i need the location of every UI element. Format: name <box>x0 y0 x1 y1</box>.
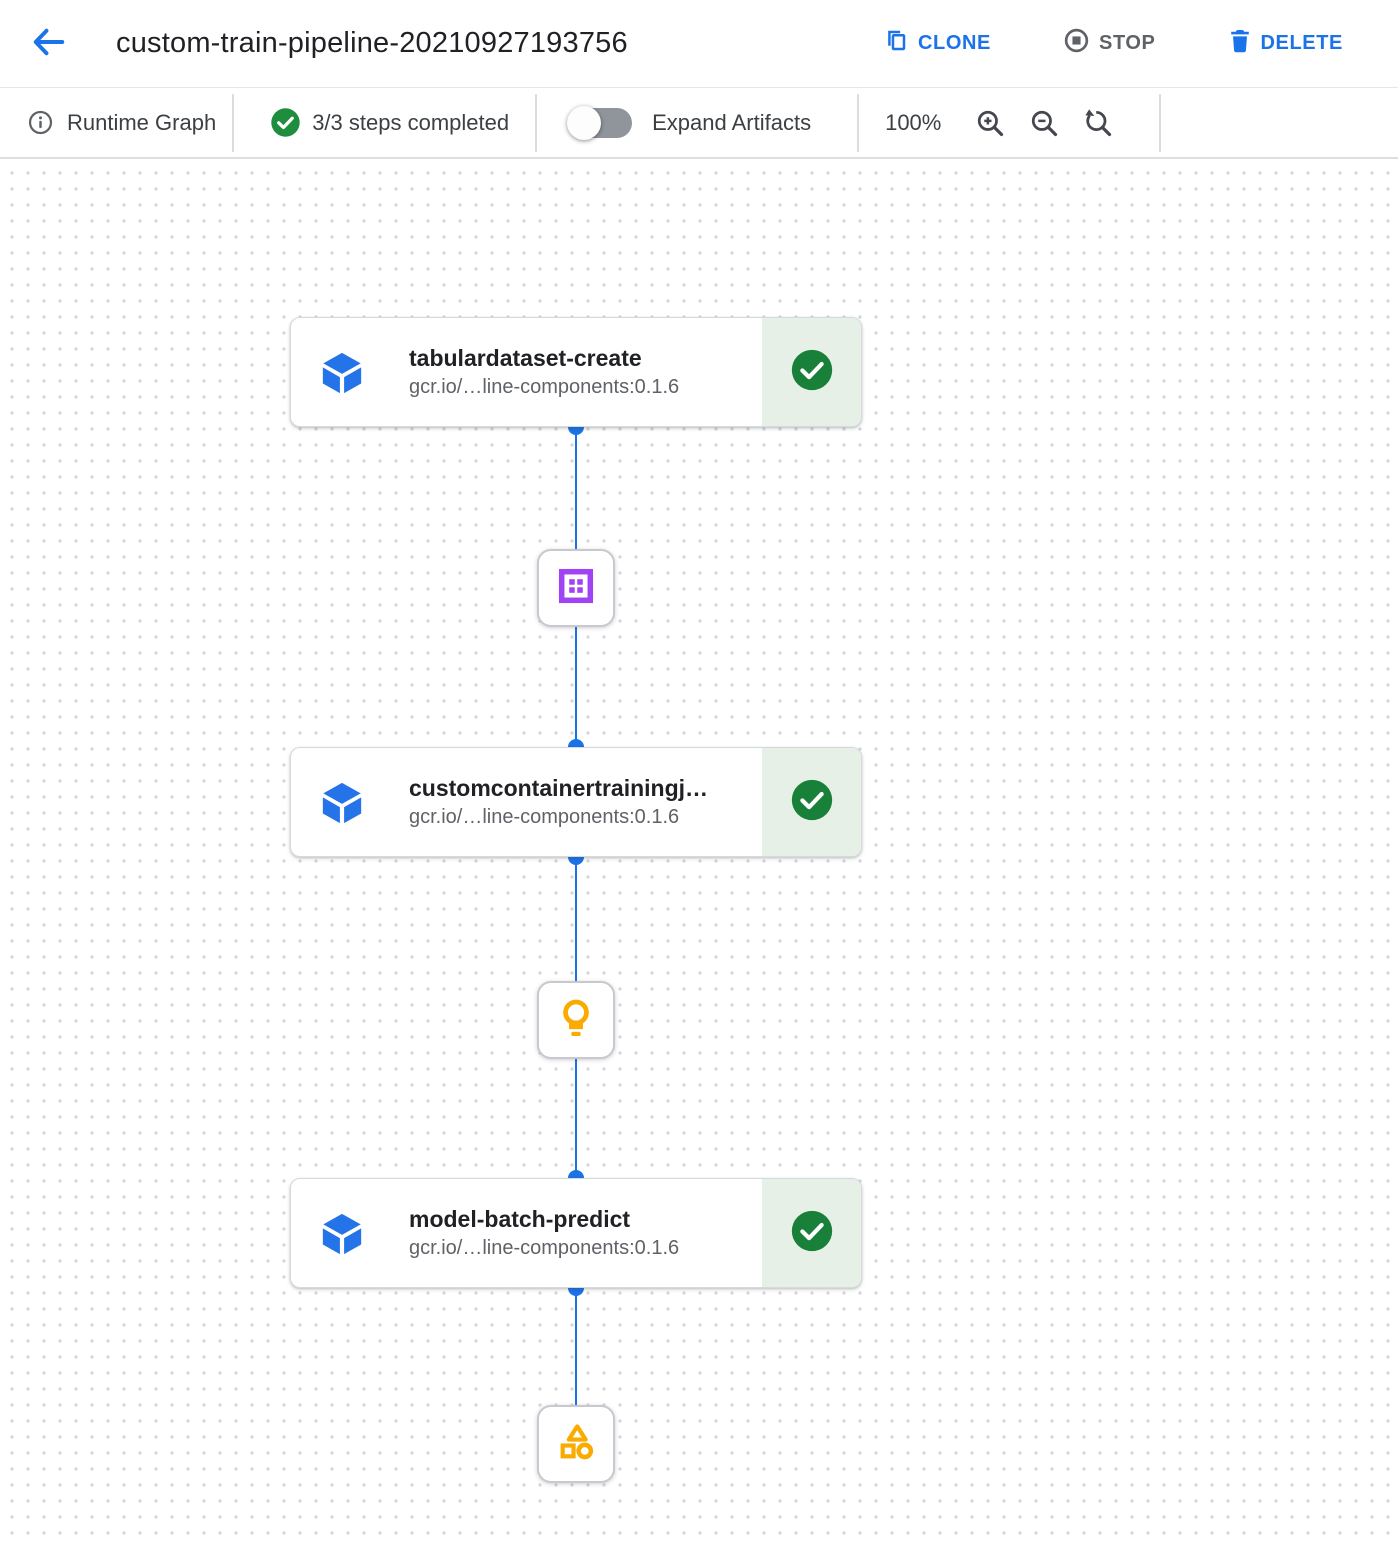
model-icon <box>554 996 598 1045</box>
success-check-icon <box>790 348 834 397</box>
artifact-node-model[interactable] <box>537 981 615 1059</box>
artifact-icon <box>555 1421 597 1468</box>
step-image: gcr.io/…line-components:0.1.6 <box>409 806 680 828</box>
stop-button[interactable]: STOP <box>1063 27 1156 60</box>
success-check-icon <box>790 778 834 827</box>
artifact-node-generic[interactable] <box>537 1405 615 1483</box>
step-node-customcontainertrainingjob[interactable]: customcontainertrainingj… gcr.io/…line-c… <box>290 747 862 857</box>
step-title: customcontainertrainingj… <box>409 775 709 801</box>
zoom-level: 100% <box>885 109 942 135</box>
zoom-reset-button[interactable] <box>1083 108 1113 138</box>
toolbar-divider <box>857 93 860 152</box>
graph-toolbar: Runtime Graph 3/3 steps completed Expand… <box>0 88 1398 159</box>
step-status-section <box>762 318 861 426</box>
step-text: model-batch-predict gcr.io/…line-compone… <box>409 1204 762 1262</box>
container-step-icon <box>319 1210 365 1256</box>
step-text: tabulardataset-create gcr.io/…line-compo… <box>409 343 762 401</box>
header-actions: CLONE STOP DELETE <box>884 27 1343 60</box>
pipeline-canvas[interactable]: tabulardataset-create gcr.io/…line-compo… <box>0 159 1398 1542</box>
expand-artifacts-toggle[interactable] <box>567 105 633 140</box>
step-node-tabulardataset-create[interactable]: tabulardataset-create gcr.io/…line-compo… <box>290 317 862 427</box>
zoom-out-button[interactable] <box>1029 108 1059 138</box>
container-step-icon <box>319 779 365 825</box>
trash-icon <box>1228 28 1252 60</box>
step-title: model-batch-predict <box>409 1206 631 1232</box>
zoom-in-button[interactable] <box>975 108 1005 138</box>
step-image: gcr.io/…line-components:0.1.6 <box>409 1237 680 1259</box>
back-button[interactable] <box>28 24 68 64</box>
delete-button[interactable]: DELETE <box>1228 28 1344 60</box>
step-status-section <box>762 1179 861 1287</box>
container-step-icon <box>319 349 365 395</box>
info-icon[interactable] <box>27 109 54 136</box>
artifact-node-dataset[interactable] <box>537 549 615 627</box>
expand-artifacts-label: Expand Artifacts <box>652 109 812 135</box>
delete-label: DELETE <box>1260 32 1343 54</box>
step-title: tabulardataset-create <box>409 345 642 371</box>
stop-label: STOP <box>1099 32 1156 54</box>
page-title: custom-train-pipeline-20210927193756 <box>116 27 628 59</box>
toggle-knob <box>567 105 602 140</box>
clone-label: CLONE <box>918 32 991 54</box>
steps-completed-check-icon <box>270 107 301 138</box>
toolbar-divider <box>1159 93 1162 152</box>
back-arrow-icon <box>30 24 66 63</box>
success-check-icon <box>790 1209 834 1258</box>
step-status-section <box>762 748 861 856</box>
runtime-graph-label: Runtime Graph <box>67 109 217 135</box>
step-image: gcr.io/…line-components:0.1.6 <box>409 376 680 398</box>
step-text: customcontainertrainingj… gcr.io/…line-c… <box>409 773 762 831</box>
header: custom-train-pipeline-20210927193756 CLO… <box>0 0 1398 88</box>
clone-button[interactable]: CLONE <box>884 28 991 59</box>
toolbar-divider <box>232 93 235 152</box>
stop-icon <box>1063 27 1090 60</box>
steps-completed-label: 3/3 steps completed <box>312 109 510 135</box>
toolbar-divider <box>535 93 538 152</box>
clone-icon <box>884 28 909 59</box>
step-node-model-batch-predict[interactable]: model-batch-predict gcr.io/…line-compone… <box>290 1178 862 1288</box>
dataset-icon <box>554 564 598 613</box>
